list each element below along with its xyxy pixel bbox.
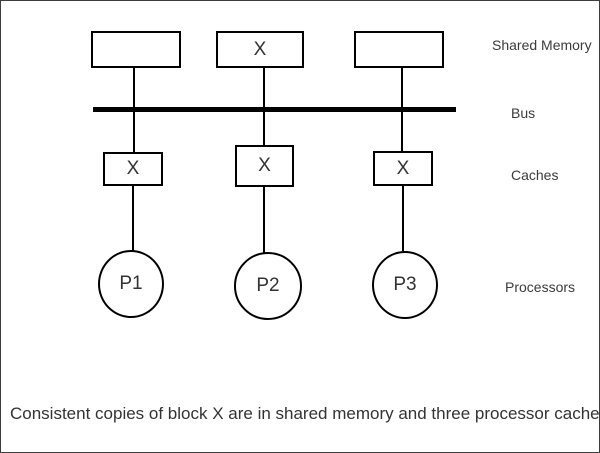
processor-circle-p2: P2 (234, 252, 302, 320)
cache-block-3: X (373, 151, 433, 186)
cache-block-1: X (103, 152, 163, 186)
diagram-caption: Consistent copies of block X are in shar… (10, 404, 600, 423)
shared-memory-row-label: Shared Memory (492, 37, 592, 53)
bus-row-label: Bus (511, 105, 536, 121)
processors-row-label: Processors (505, 279, 576, 295)
shared-memory-block-1 (91, 31, 181, 68)
memory-bus-cache-connector-2 (263, 68, 265, 145)
cache-processor-connector-3 (402, 186, 404, 251)
shared-memory-block-2: X (216, 31, 304, 68)
caches-row-label: Caches (511, 167, 559, 183)
cache-block-2: X (235, 145, 294, 187)
cache-processor-connector-2 (263, 187, 265, 253)
processor-circle-p1: P1 (98, 250, 164, 318)
bus-line (93, 107, 456, 112)
shared-memory-block-3 (354, 31, 444, 68)
cache-processor-connector-1 (132, 186, 134, 251)
processor-circle-p3: P3 (372, 251, 438, 319)
